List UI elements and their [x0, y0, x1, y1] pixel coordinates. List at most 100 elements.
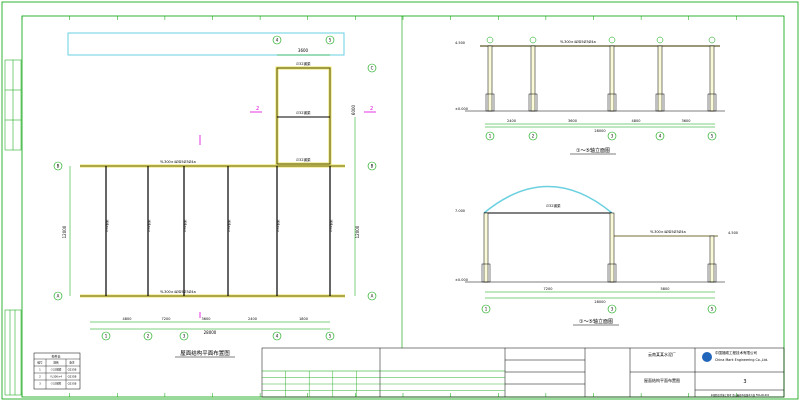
legend-cell: Q235B	[68, 382, 77, 386]
elev1-axis-bubble	[528, 131, 538, 141]
elev2-column	[483, 212, 489, 283]
elev2-column	[709, 235, 715, 283]
elev1-axis-bubble	[707, 131, 717, 141]
plan-upper-label-3: ∅32钢梁	[296, 157, 311, 162]
elev1-column	[530, 45, 536, 112]
elev1-footing	[707, 93, 717, 112]
binding-strip	[4, 59, 22, 396]
elev1-axis-label: 4	[659, 134, 662, 139]
axis-letter-label: B	[57, 164, 60, 169]
elev2-axis-bubble	[481, 304, 491, 314]
elev2-level-top: 7.000	[455, 209, 465, 213]
legend-cell: 2	[39, 375, 41, 379]
plan-upper-label-1: ∅32钢梁	[296, 61, 311, 66]
footer-note: 本图纸仅供施工参考 请以最终审核版本为准 FRA-00-001	[711, 393, 770, 397]
elev2-dim-total: 28000	[594, 300, 605, 304]
axis-letter-label: A	[57, 294, 60, 299]
elev1-axis-label: 5	[711, 134, 714, 139]
elev1-column	[487, 45, 493, 112]
project-name: 云南某某水泥厂	[648, 351, 676, 357]
elev1-axis-label: 1	[489, 134, 492, 139]
axis-bubble-letter	[367, 161, 377, 171]
zone-ticks	[21, 16, 737, 397]
company-en: China Mark Engineering Co.,Ltd.	[715, 358, 768, 362]
plan-dim-segment: 2400	[248, 317, 257, 321]
legend-cell: Q235B	[68, 375, 77, 379]
elev2-axis-bubble	[607, 304, 617, 314]
plan-dim-upper-right: 6000	[351, 104, 356, 115]
axis-letter-label: C	[371, 66, 374, 71]
elev1-axis-bubble	[607, 131, 617, 141]
company-cn: 中国福硕工程技术有限公司	[715, 350, 757, 355]
inner-border	[21, 15, 785, 398]
elev1-level-ground: ±0.000	[455, 107, 468, 111]
elev1-column	[709, 45, 715, 112]
legend-cell: 编号	[37, 361, 43, 365]
elev2-axis-label: 1	[485, 307, 488, 312]
axis-bubble-number	[101, 331, 111, 341]
legend-cell: 规格	[53, 361, 59, 365]
elev2-title: ①～⑤轴立面图	[579, 318, 613, 325]
axis-bubble-letter	[53, 161, 63, 171]
axis-bubble-number	[325, 331, 335, 341]
plan-column-label: ∅32钢梁	[146, 220, 151, 232]
elev1-dim-total: 28000	[594, 129, 605, 133]
elev2-level-mid: 4.500	[728, 231, 738, 235]
title-block	[261, 347, 785, 398]
elev1-top-bubble	[529, 36, 537, 44]
elev1-beam-label: YL300×4ØD5Ø3Ø4a	[560, 39, 596, 44]
elev2-dim-2: 5800	[661, 287, 670, 291]
elev1-level-top: 4.500	[455, 41, 465, 45]
plan-beam-label-a: YL300×4ØD5Ø3Ø4a	[160, 289, 196, 294]
plan-dim-top: 3600	[298, 48, 309, 53]
legend-cell: ∅32钢柱	[51, 382, 62, 386]
elev2-beam-label: YL300×4ØD5Ø3Ø4a	[650, 229, 686, 234]
section-mark-2-left: 2	[256, 106, 259, 112]
elev1-axis-bubble	[485, 131, 495, 141]
elev2-footing	[707, 263, 717, 283]
elev2-level-ground: ±0.000	[455, 278, 468, 282]
axis-number-label: 2	[147, 334, 150, 339]
elev1-footing	[528, 93, 538, 112]
elev1-dim-segment: 3600	[568, 119, 577, 123]
axis-number-label: 5	[329, 334, 332, 339]
elev1-footing	[485, 93, 495, 112]
plan-dim-segment: 3600	[202, 317, 211, 321]
elev1-axis-label: 2	[532, 134, 535, 139]
axis-bubble-letter	[53, 291, 63, 301]
plan-upper-label-2: ∅32钢梁	[296, 110, 311, 115]
elev1-top-bubble	[708, 36, 716, 44]
elev1-column	[609, 45, 615, 112]
plan-dim-left: 12000	[62, 225, 67, 238]
elev2-axis-label: 5	[711, 307, 714, 312]
elev1-dim-segment: 4800	[632, 119, 641, 123]
arch-roof	[483, 185, 613, 214]
elev1-column	[657, 45, 663, 112]
legend-title: 构件表	[51, 354, 60, 359]
plan-column-label: ∅32钢梁	[226, 220, 231, 232]
elev2-footing	[481, 263, 491, 283]
axis-number-label: 1	[105, 334, 108, 339]
legend-cell: Q235B	[68, 368, 77, 372]
elev1-footing	[655, 93, 665, 112]
elev1-dim-segment: 2400	[507, 119, 516, 123]
axis-top-label: 4	[276, 38, 279, 43]
plan-column-label: ∅32钢梁	[182, 220, 187, 232]
axis-bubble-letter	[367, 63, 377, 73]
plan-column-label: ∅32钢梁	[275, 220, 280, 232]
legend-cell: 3	[39, 382, 41, 386]
legend-cell: YL300×4	[50, 375, 62, 379]
elev1-axis-label: 3	[611, 134, 614, 139]
plan-dim-right: 12000	[355, 225, 360, 238]
axis-bubble-number	[179, 331, 189, 341]
plan-dim-segment: 1800	[299, 317, 308, 321]
elev1-top-bubble	[608, 36, 616, 44]
roof-outline-band	[67, 32, 345, 56]
plan-column-label: ∅32钢梁	[104, 220, 109, 232]
axis-letter-label: B	[371, 164, 374, 169]
